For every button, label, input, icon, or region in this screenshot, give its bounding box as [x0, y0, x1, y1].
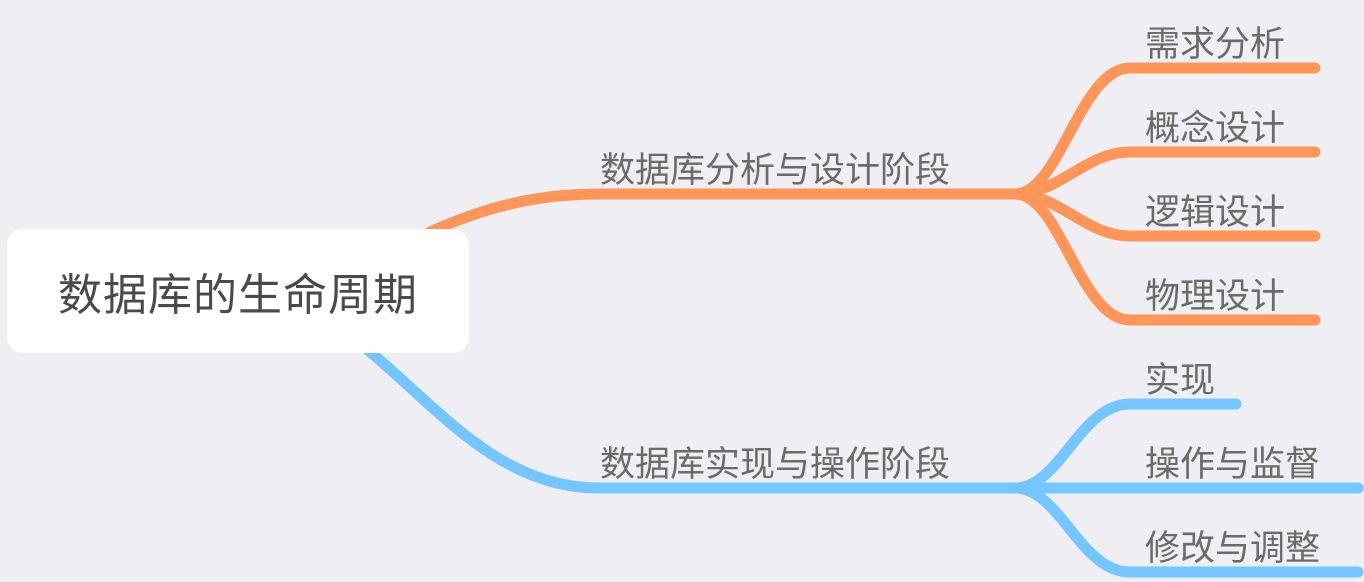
leaf-topic-logical-design[interactable]: 逻辑设计	[1145, 193, 1286, 233]
branch-topic-implementation-operation[interactable]: 数据库实现与操作阶段	[600, 445, 951, 485]
leaf-topic-operation-monitoring[interactable]: 操作与监督	[1145, 445, 1321, 485]
leaf-topic-requirements-analysis[interactable]: 需求分析	[1145, 25, 1286, 65]
leaf-topic-conceptual-design[interactable]: 概念设计	[1145, 109, 1286, 149]
leaf-topic-modification-tuning[interactable]: 修改与调整	[1145, 529, 1321, 569]
leaf-topic-physical-design[interactable]: 物理设计	[1145, 277, 1286, 317]
root-topic[interactable]: 数据库的生命周期	[7, 229, 469, 353]
branch-topic-analysis-design[interactable]: 数据库分析与设计阶段	[600, 151, 951, 191]
root-topic-label: 数据库的生命周期	[58, 270, 418, 321]
leaf-topic-implementation[interactable]: 实现	[1145, 361, 1216, 401]
